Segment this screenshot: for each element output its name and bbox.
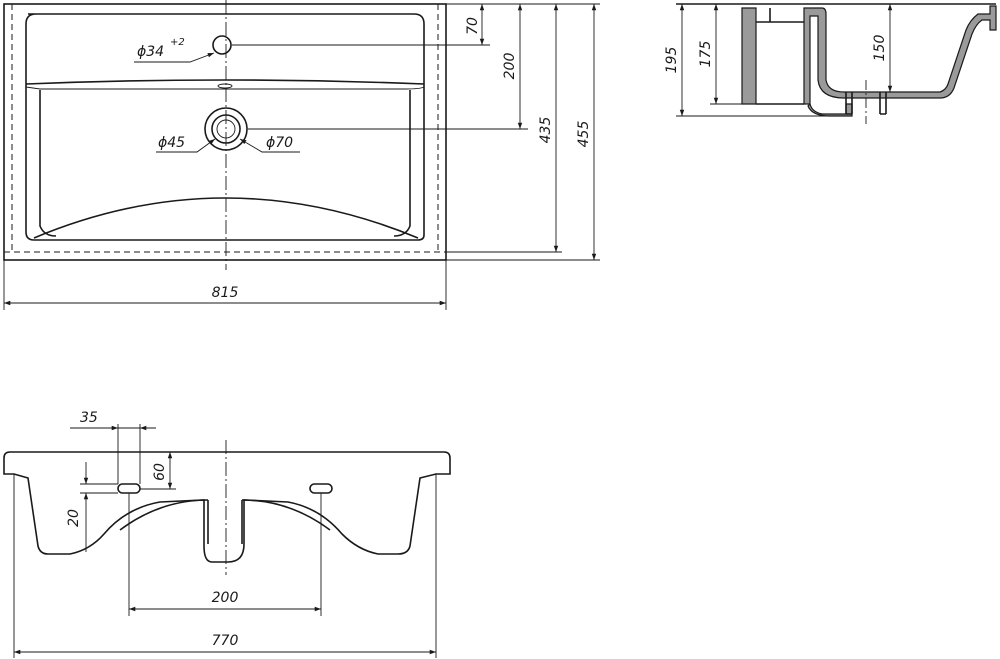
ext-lines-35 (117, 424, 141, 484)
side-rear-wall-section (741, 7, 757, 105)
tap-hole (212, 35, 232, 55)
overflow-slot (217, 83, 233, 89)
ext-lines-200 (128, 493, 322, 616)
drain-outer-leader (239, 138, 300, 153)
top-view: ϕ34 +2 ϕ45 ϕ70 70 200 435 455 815 (3, 0, 600, 310)
front-outline (3, 451, 451, 563)
dim-60-label: 60 (152, 463, 168, 481)
top-view-bowl-top-edge (25, 86, 425, 90)
top-view-outline (3, 3, 447, 261)
tap-hole-leader (134, 52, 215, 63)
dim-770-label: 770 (212, 633, 239, 649)
ext-lines-20 (80, 483, 118, 494)
top-view-bowl-left-wall (39, 90, 57, 237)
side-bowl-section (803, 5, 997, 105)
drain-inner-leader (156, 138, 216, 153)
dim-195-label: 195 (664, 47, 680, 74)
side-drain-pipe (845, 92, 887, 115)
front-overflow-left (117, 483, 141, 494)
top-view-hidden-rim-sides (11, 4, 439, 252)
top-view-bowl-front-curve (33, 197, 419, 239)
front-overflow-right (309, 483, 333, 494)
dim-435-label: 435 (538, 117, 554, 144)
ext-lines-815 (3, 260, 447, 310)
top-view-deck-ridge (25, 79, 425, 85)
front-drain-walls (207, 500, 243, 544)
dim-455-label: 455 (576, 121, 592, 148)
drain-inner-diameter-label: ϕ45 (158, 135, 185, 151)
dim-200-front-label: 200 (212, 590, 239, 606)
front-view: 35 60 20 200 770 (3, 410, 451, 658)
tap-hole-tolerance-label: +2 (170, 37, 185, 48)
dim-200-label: 200 (502, 53, 518, 80)
dim-70-label: 70 (465, 17, 481, 35)
top-view-deck-outline (25, 13, 425, 241)
dim-20-label: 20 (66, 509, 82, 527)
dim-815-label: 815 (212, 285, 239, 301)
drain-outer-diameter-label: ϕ70 (266, 135, 293, 151)
ext-lines-770 (13, 474, 437, 658)
top-view-bowl-right-wall (393, 90, 411, 237)
tap-hole-diameter-label: ϕ34 (137, 44, 164, 60)
side-internal-lines (756, 8, 804, 105)
dim-150-label: 150 (872, 35, 888, 62)
dim-35-label: 35 (80, 410, 98, 426)
front-bowl-inner (119, 499, 331, 531)
dim-175-label: 175 (698, 41, 714, 68)
side-section-view: 195 175 150 (664, 3, 997, 124)
